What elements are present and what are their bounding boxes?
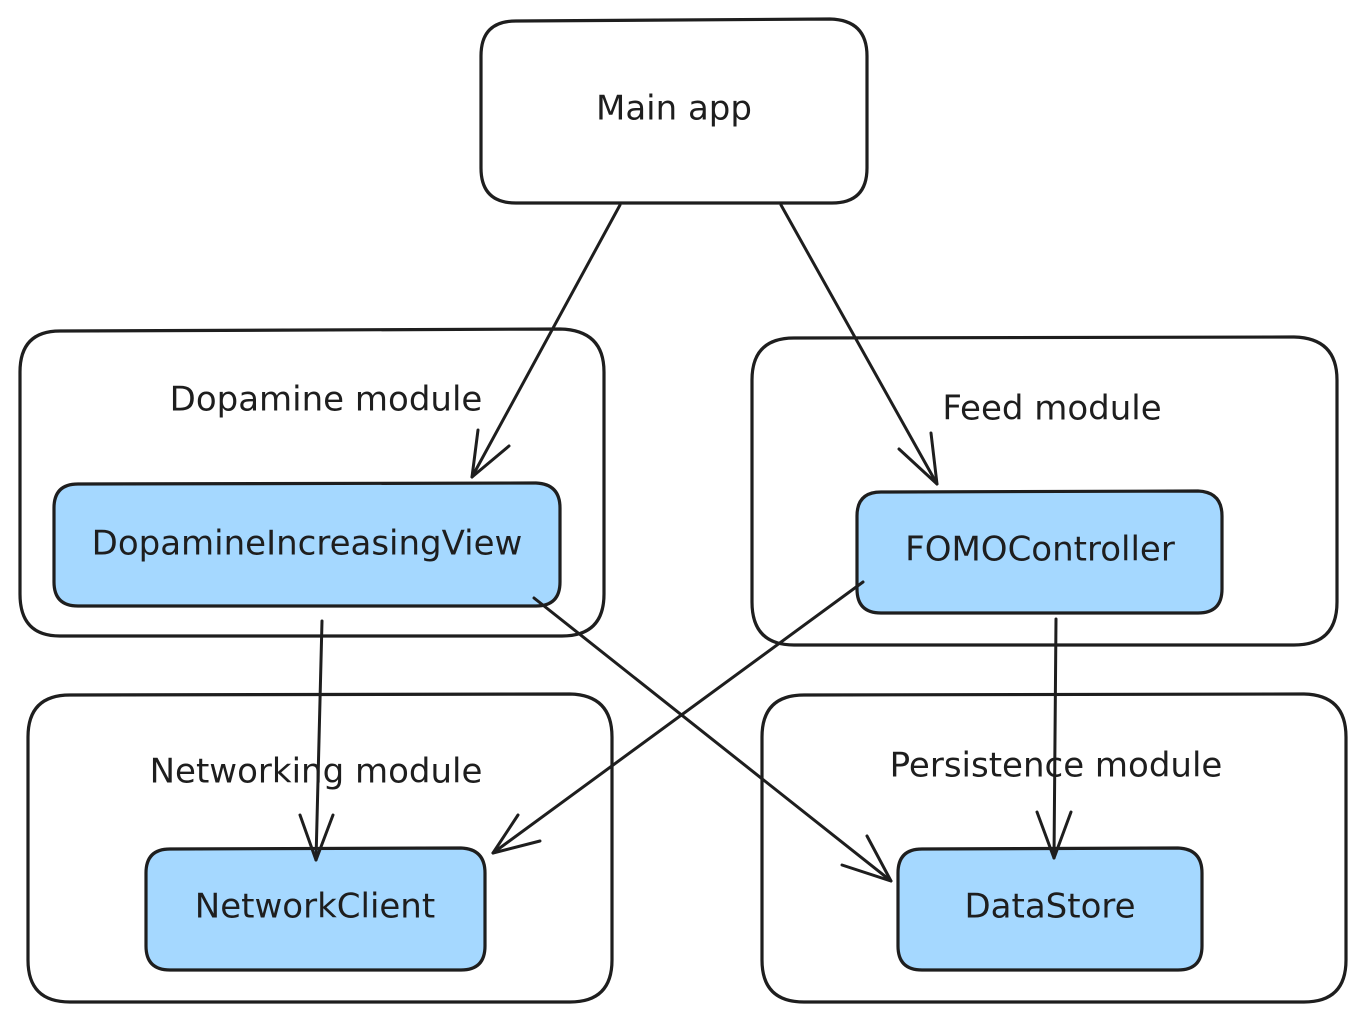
dopamine-increasing-view-node: DopamineIncreasingView	[52, 481, 562, 608]
feed-module-label: Feed module	[942, 389, 1161, 429]
data-store-label: DataStore	[964, 887, 1135, 927]
main-app-node: Main app	[479, 17, 869, 205]
network-client-label: NetworkClient	[195, 887, 435, 927]
fomo-controller-label: FOMOController	[905, 530, 1175, 570]
edge-fomo-controller-to-data-store	[1035, 617, 1073, 860]
fomo-controller-node: FOMOController	[855, 489, 1224, 615]
networking-module-label: Networking module	[150, 752, 483, 792]
main-app-label: Main app	[596, 89, 752, 129]
edge-main-to-fomo-controller	[779, 203, 939, 486]
edge-dopamine-view-to-data-store	[532, 596, 893, 883]
edge-fomo-controller-to-network-client	[491, 580, 865, 855]
data-store-node: DataStore	[896, 846, 1204, 972]
dopamine-module-label: Dopamine module	[170, 380, 483, 420]
network-client-node: NetworkClient	[144, 846, 487, 972]
edge-dopamine-view-to-network-client	[298, 619, 335, 862]
dopamine-increasing-view-label: DopamineIncreasingView	[92, 524, 523, 564]
edge-main-to-dopamine-view	[470, 203, 622, 479]
